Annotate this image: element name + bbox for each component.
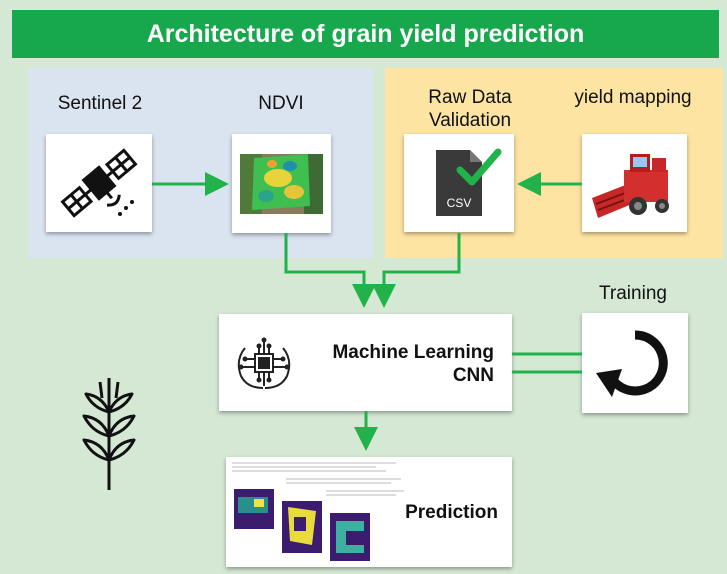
arrow-csv-to-ml xyxy=(372,233,461,308)
training-card xyxy=(582,313,688,413)
csv-file-icon xyxy=(436,148,502,216)
yield-mapping-card xyxy=(582,134,687,232)
ml-model-box: Machine Learning CNN xyxy=(219,314,512,411)
ml-model-line2: CNN xyxy=(452,365,494,386)
prediction-label: Prediction xyxy=(405,502,498,523)
yield-mapping-label: yield mapping xyxy=(574,87,692,108)
raw-data-card: CSV xyxy=(404,134,514,232)
sentinel-card xyxy=(46,134,152,232)
raw-data-label: Raw Data Validation xyxy=(400,86,540,132)
ml-model-label: Machine Learning CNN xyxy=(332,341,494,387)
ndvi-map-image xyxy=(240,154,323,214)
ai-circuit-brain-icon xyxy=(237,337,291,389)
training-label: Training xyxy=(599,283,667,304)
csv-label: CSV xyxy=(446,196,472,210)
combine-harvester-icon xyxy=(592,154,669,218)
prediction-box: Prediction xyxy=(226,457,512,567)
ml-model-line1: Machine Learning xyxy=(332,342,494,363)
ndvi-label: NDVI xyxy=(258,93,304,114)
refresh-icon xyxy=(596,330,668,397)
satellite-icon xyxy=(60,148,138,218)
arrow-ndvi-to-ml xyxy=(284,233,376,308)
sentinel-label: Sentinel 2 xyxy=(57,93,143,114)
raw-data-label-line1: Raw Data xyxy=(428,87,512,108)
raw-data-label-line2: Validation xyxy=(428,110,512,131)
prediction-plots-image xyxy=(232,462,404,561)
ndvi-card xyxy=(232,134,331,233)
wheat-icon xyxy=(82,378,136,490)
diagram-title: Architecture of grain yield prediction xyxy=(12,10,719,58)
